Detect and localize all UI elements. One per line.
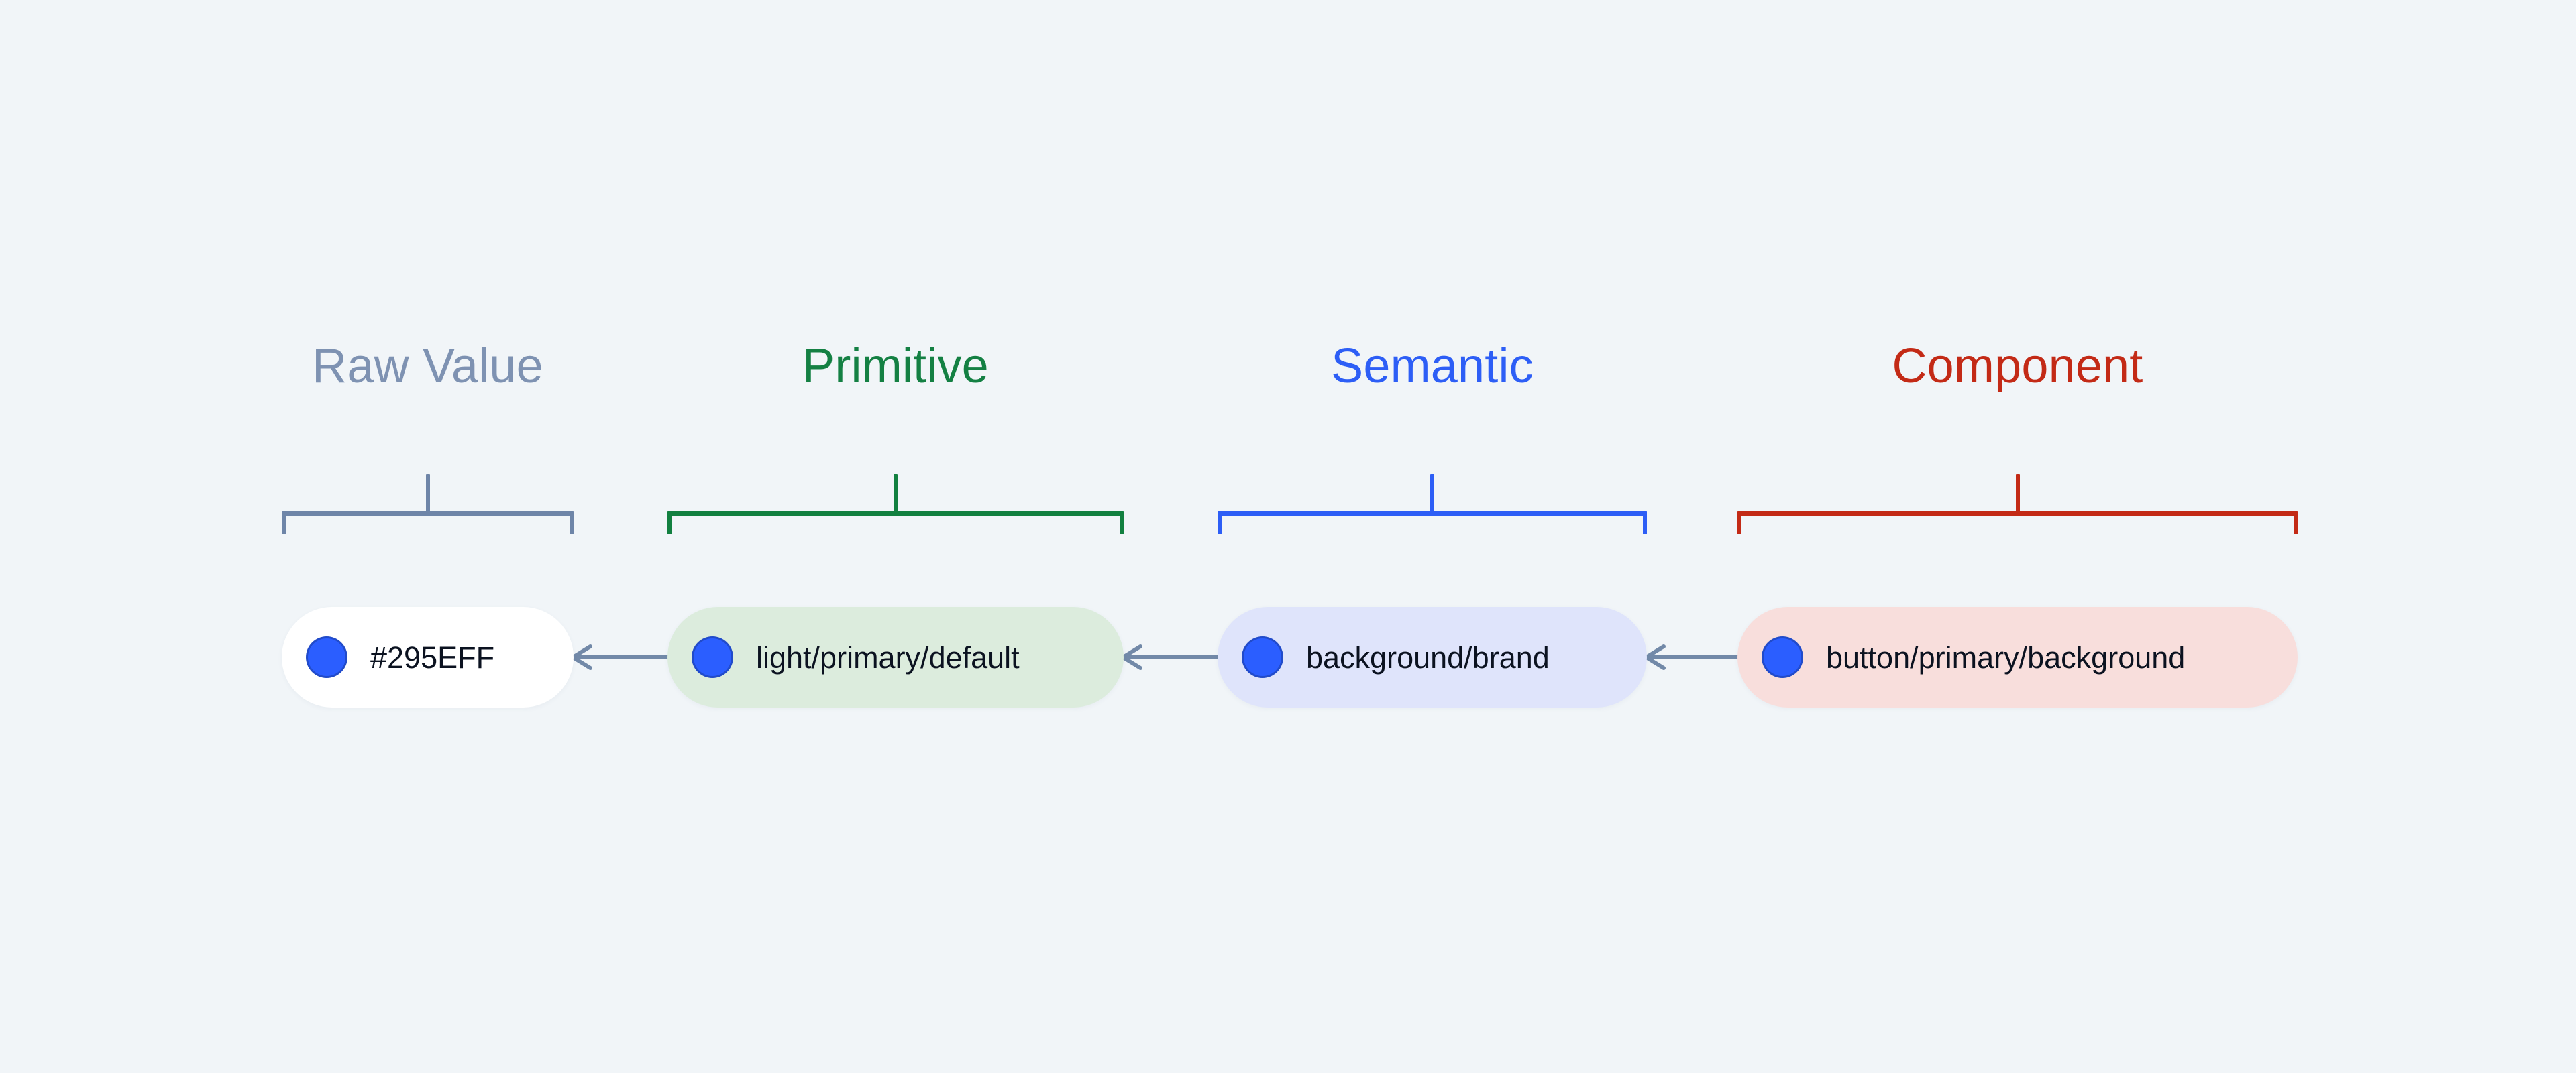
tier-label-primitive: Primitive [802,339,989,393]
bracket-tick-center [1430,474,1434,514]
bracket-tick-center [2015,474,2020,514]
bracket-tick-right [2294,511,2298,534]
color-swatch-icon [306,636,347,678]
bracket-primitive [667,474,1124,534]
bracket-tick-left [667,511,672,534]
color-swatch-icon [1762,636,1803,678]
bracket-tick-left [282,511,286,534]
token-pill-semantic[interactable]: background/brand [1218,607,1647,708]
token-pill-raw-value[interactable]: #295EFF [282,607,574,708]
tier-label-component: Component [1892,339,2143,393]
bracket-tick-right [1643,511,1647,534]
bracket-tick-right [1120,511,1124,534]
color-swatch-icon [1242,636,1283,678]
bracket-semantic [1218,474,1647,534]
bracket-component [1737,474,2298,534]
tier-label-raw-value: Raw Value [312,339,543,393]
bracket-tick-left [1737,511,1741,534]
bracket-tick-left [1218,511,1222,534]
token-pill-label: light/primary/default [756,640,1020,675]
token-pill-component[interactable]: button/primary/background [1737,607,2298,708]
tier-label-semantic: Semantic [1331,339,1534,393]
bracket-tick-right [570,511,574,534]
token-pill-label: background/brand [1306,640,1550,675]
token-pill-primitive[interactable]: light/primary/default [667,607,1124,708]
bracket-raw-value [282,474,574,534]
token-pill-label: button/primary/background [1826,640,2186,675]
bracket-tick-center [894,474,898,514]
bracket-tick-center [425,474,430,514]
token-pill-label: #295EFF [370,640,495,675]
color-swatch-icon [692,636,733,678]
